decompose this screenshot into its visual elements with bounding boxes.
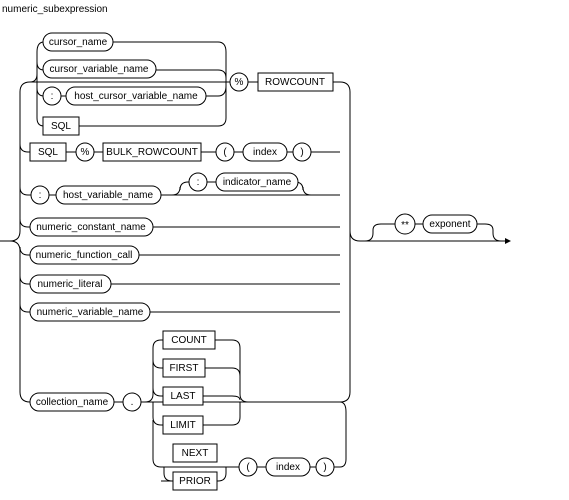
node-exponent-label: exponent — [429, 219, 470, 230]
node-limit-label: LIMIT — [170, 420, 196, 431]
node-rparen-2 — [315, 457, 335, 477]
node-lparen-1-label: ( — [223, 147, 227, 158]
node-numeric-constant-name — [29, 217, 154, 237]
node-last — [162, 386, 204, 406]
node-index-2-label: index — [276, 462, 300, 473]
node-cursor-name — [42, 32, 114, 52]
node-percent-1 — [229, 72, 249, 92]
node-colon-3-label: : — [197, 177, 200, 188]
node-host-variable-name — [55, 185, 162, 205]
node-bulk-rowcount-label: BULK_ROWCOUNT — [106, 147, 198, 158]
node-lparen-2-label: ( — [246, 462, 250, 473]
node-numeric-constant-name-label: numeric_constant_name — [36, 222, 146, 233]
node-numeric-function-call — [29, 245, 140, 265]
diagram-title: numeric_subexpression — [2, 4, 108, 15]
node-dot — [122, 392, 142, 412]
node-first — [162, 358, 206, 378]
node-prior-label: PRIOR — [179, 476, 211, 487]
node-sql-2 — [29, 142, 67, 162]
node-numeric-literal-label: numeric_literal — [37, 279, 102, 290]
node-rparen-1-label: ) — [300, 147, 303, 158]
node-colon-1-label: : — [51, 91, 54, 102]
node-indicator-name — [215, 172, 299, 192]
node-cursor-variable-name-label: cursor_variable_name — [50, 64, 149, 75]
node-numeric-literal — [29, 274, 112, 294]
node-prior — [172, 471, 218, 491]
node-indicator-name-label: indicator_name — [223, 177, 292, 188]
node-rparen-1 — [292, 142, 312, 162]
node-index-2 — [265, 457, 311, 477]
node-cursor-name-label: cursor_name — [49, 37, 108, 48]
node-index-1 — [242, 142, 288, 162]
node-numeric-variable-name-label: numeric_variable_name — [37, 307, 144, 318]
node-cursor-variable-name — [42, 59, 157, 79]
node-colon-3 — [188, 172, 208, 192]
node-count — [162, 330, 216, 350]
node-sql-2-label: SQL — [38, 147, 58, 158]
node-host-cursor-variable-name-label: host_cursor_variable_name — [74, 91, 198, 102]
node-bulk-rowcount — [102, 142, 202, 162]
node-numeric-variable-name — [29, 302, 151, 322]
node-next-label: NEXT — [182, 448, 209, 459]
node-colon-2 — [30, 185, 50, 205]
node-rowcount — [257, 72, 334, 92]
node-power — [394, 213, 416, 235]
node-numeric-function-call-label: numeric_function_call — [36, 250, 133, 261]
node-index-1-label: index — [253, 147, 277, 158]
node-percent-2-label: % — [81, 147, 90, 158]
node-power-label: ** — [401, 220, 409, 231]
node-next — [172, 443, 218, 463]
node-exponent — [422, 214, 478, 234]
node-count-label: COUNT — [171, 335, 207, 346]
node-last-label: LAST — [170, 391, 195, 402]
node-lparen-1 — [215, 142, 235, 162]
node-percent-2 — [75, 142, 95, 162]
node-lparen-2 — [238, 457, 258, 477]
diagram-nodes: cursor_name cursor_variable_name : host_… — [29, 32, 478, 491]
node-sql-1 — [42, 116, 80, 136]
node-sql-1-label: SQL — [51, 121, 71, 132]
node-limit — [162, 415, 204, 435]
node-host-variable-name-label: host_variable_name — [63, 190, 153, 201]
node-collection-name-label: collection_name — [36, 397, 109, 408]
node-percent-1-label: % — [235, 77, 244, 88]
node-colon-2-label: : — [39, 190, 42, 201]
node-collection-name — [29, 392, 115, 412]
end-arrow-icon — [505, 238, 511, 244]
node-rparen-2-label: ) — [323, 462, 326, 473]
node-rowcount-label: ROWCOUNT — [265, 77, 325, 88]
node-colon-1 — [42, 86, 62, 106]
node-dot-label: . — [131, 397, 134, 408]
node-first-label: FIRST — [170, 363, 199, 374]
node-host-cursor-variable-name — [65, 86, 207, 106]
